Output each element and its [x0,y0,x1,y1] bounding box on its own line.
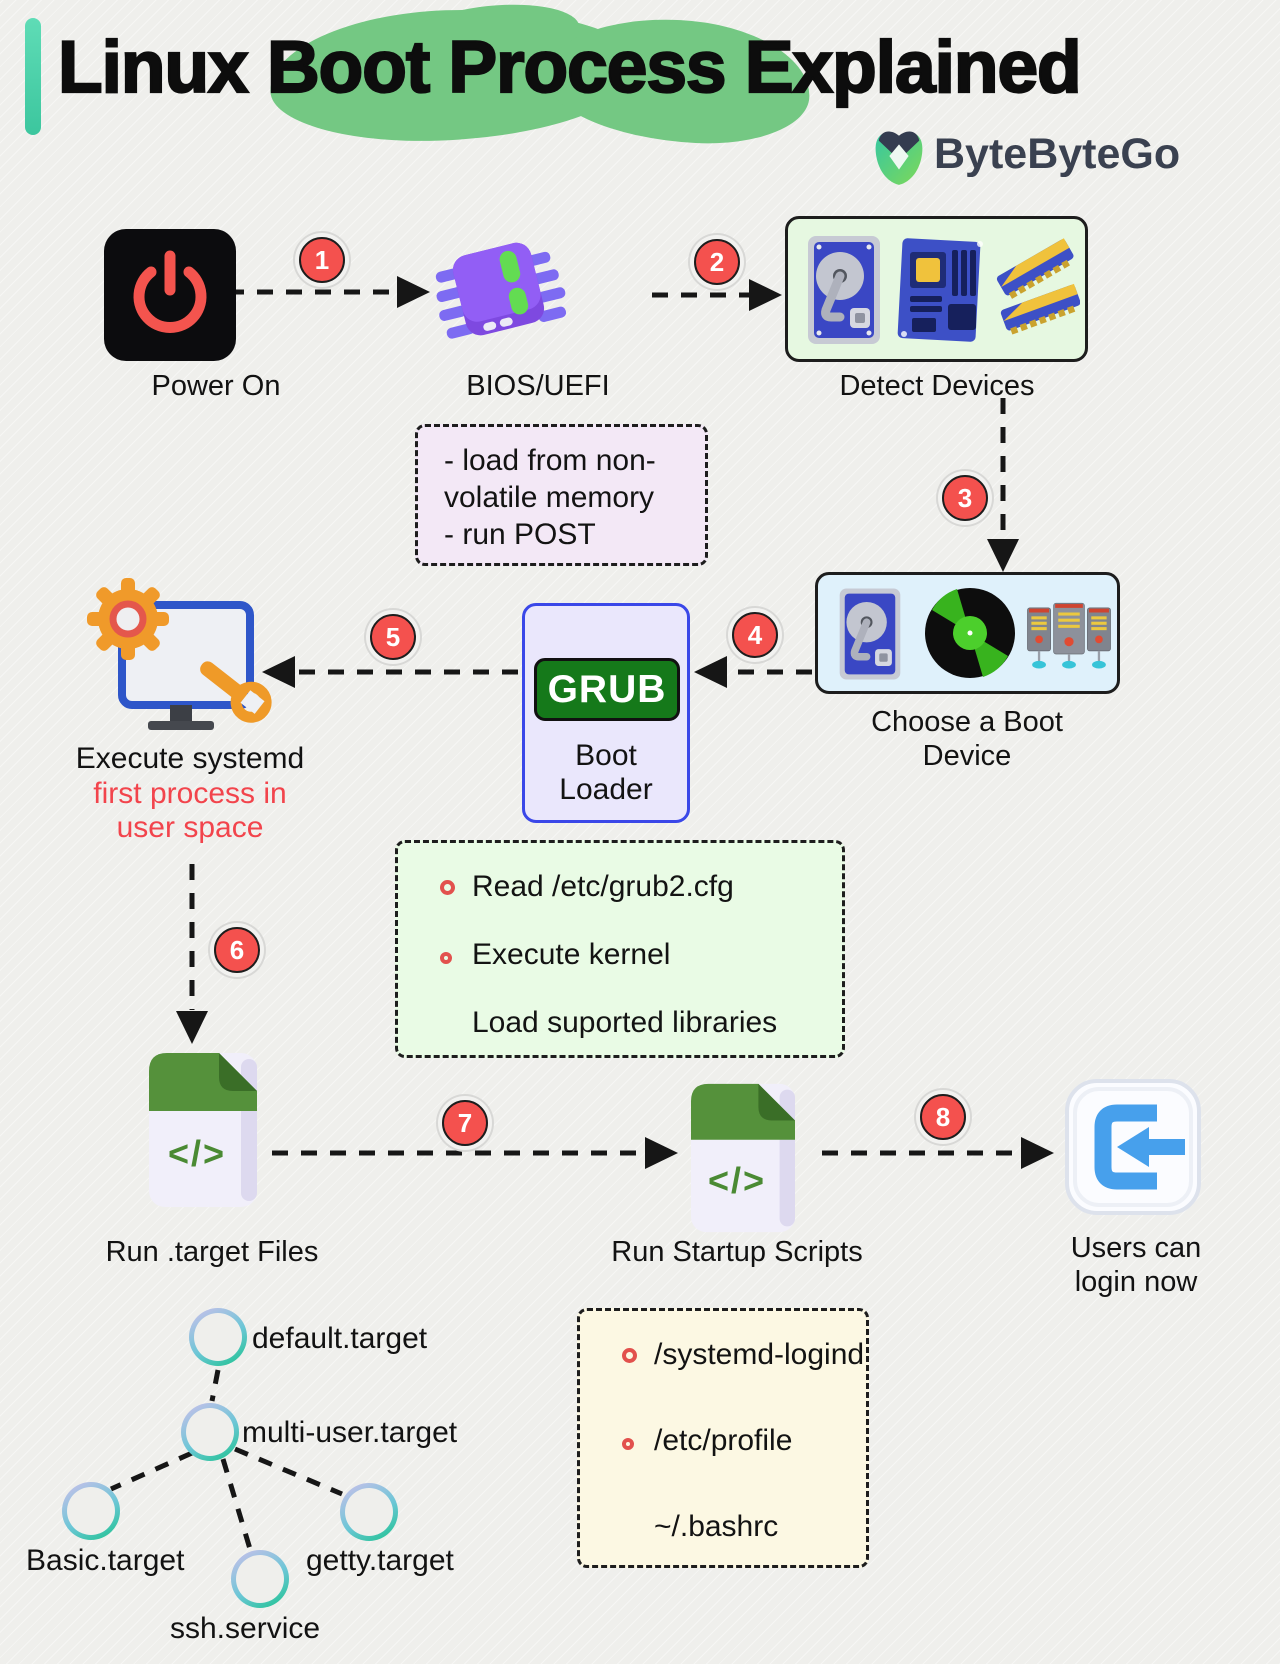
hard-disk-icon [839,588,901,680]
grub-note-item-3: Load suported libraries [472,1006,778,1039]
systemd-sub-line1: first process in [93,777,287,810]
step-badge-6: 6 [214,927,260,973]
startup-scripts-note: /systemd-logind /etc/profile ~/.bashrc [577,1308,869,1568]
grub-note-item-1: Read /etc/grub2.cfg [472,870,734,903]
tree-label-getty-target: getty.target [306,1544,454,1577]
systemd-monitor-icon [87,578,272,730]
wrench-icon [200,661,272,723]
scripts-note-item-1: /systemd-logind [654,1338,865,1371]
note-item: Read /etc/grub2.cfg [398,869,842,905]
tree-node-ssh-service [231,1550,289,1608]
script-file-icon [691,1083,795,1233]
bullet-icon [440,879,455,895]
step-badge-7: 7 [442,1100,488,1146]
choose-boot-label-line1: Choose a Boot [871,706,1063,738]
scripts-note-item-2: /etc/profile [654,1424,793,1457]
detect-devices-label: Detect Devices [839,370,1035,402]
bios-chip-icon [435,242,567,339]
execute-systemd-label: Execute systemd [75,742,305,775]
bullet-icon [622,1347,637,1363]
choose-boot-label-line2: Device [922,740,1012,772]
note-item: /systemd-logind [580,1337,866,1373]
note-item: ~/.bashrc [580,1509,866,1545]
bytebytego-logo-icon [875,131,923,185]
bullet-icon [440,952,452,964]
boot-disc-icon [925,588,1015,678]
bios-uefi-label: BIOS/UEFI [466,370,610,402]
tree-node-multi-user-target [181,1403,239,1461]
step-badge-2: 2 [694,239,740,285]
bullet-icon [622,1438,634,1450]
code-glyph: </> [168,1133,227,1174]
bios-note-line: - run POST [444,518,596,551]
systemd-sub-line2: user space [116,811,264,844]
title-highlight: Boot Process [266,26,728,109]
gear-icon [87,578,169,660]
bios-note-line: volatile memory [444,481,655,514]
tree-label-default-target: default.target [252,1322,428,1355]
grub-badge: GRUB [534,658,680,721]
grub-note-item-2: Execute kernel [472,938,671,971]
ram-sticks-icon [996,238,1080,335]
login-label-line1: Users can [1070,1232,1202,1264]
note-item: /etc/profile [580,1423,866,1459]
login-icon [1065,1079,1201,1215]
step-badge-5: 5 [370,614,416,660]
login-label-line2: login now [1074,1266,1198,1298]
brand-name: ByteByteGo [934,130,1181,178]
boot-loader-line1: Boot [575,739,637,772]
note-item: Execute kernel [398,937,842,973]
accent-bar [25,18,41,135]
note-item: Load suported libraries [398,1005,842,1041]
boot-loader-label: Boot Loader [525,739,687,807]
step-badge-1: 1 [299,237,345,283]
run-startup-scripts-label: Run Startup Scripts [611,1236,863,1268]
title-prefix: Linux [57,26,267,109]
run-target-files-label: Run .target Files [105,1236,319,1268]
detect-devices-box [785,216,1088,362]
tree-node-basic-target [62,1482,120,1540]
power-button-icon [104,229,236,361]
page-title: Linux Boot Process Explained [57,26,1083,109]
boot-loader-line2: Loader [559,773,653,806]
hard-disk-icon [808,236,880,344]
power-on-label: Power On [151,370,281,402]
tree-node-getty-target [340,1483,398,1541]
server-rack-icon [1027,602,1111,669]
step-badge-4: 4 [732,612,778,658]
tree-node-default-target [189,1308,247,1366]
choose-boot-device-box [815,572,1120,694]
grub-note: Read /etc/grub2.cfg Execute kernel Load … [395,840,845,1058]
tree-label-basic-target: Basic.target [26,1544,185,1577]
motherboard-icon [897,238,983,342]
tree-label-ssh-service: ssh.service [170,1612,321,1645]
step-badge-8: 8 [920,1094,966,1140]
bios-note: - load from non- volatile memory - run P… [415,424,708,566]
target-file-icon [149,1053,257,1207]
tree-label-multi-user-target: multi-user.target [242,1416,458,1449]
code-glyph: </> [708,1160,767,1201]
bios-note-line: - load from non- [444,444,656,477]
title-suffix: Explained [725,26,1083,109]
step-badge-3: 3 [942,475,988,521]
scripts-note-item-3: ~/.bashrc [654,1510,779,1543]
grub-boot-loader-box: GRUB Boot Loader [522,603,690,823]
